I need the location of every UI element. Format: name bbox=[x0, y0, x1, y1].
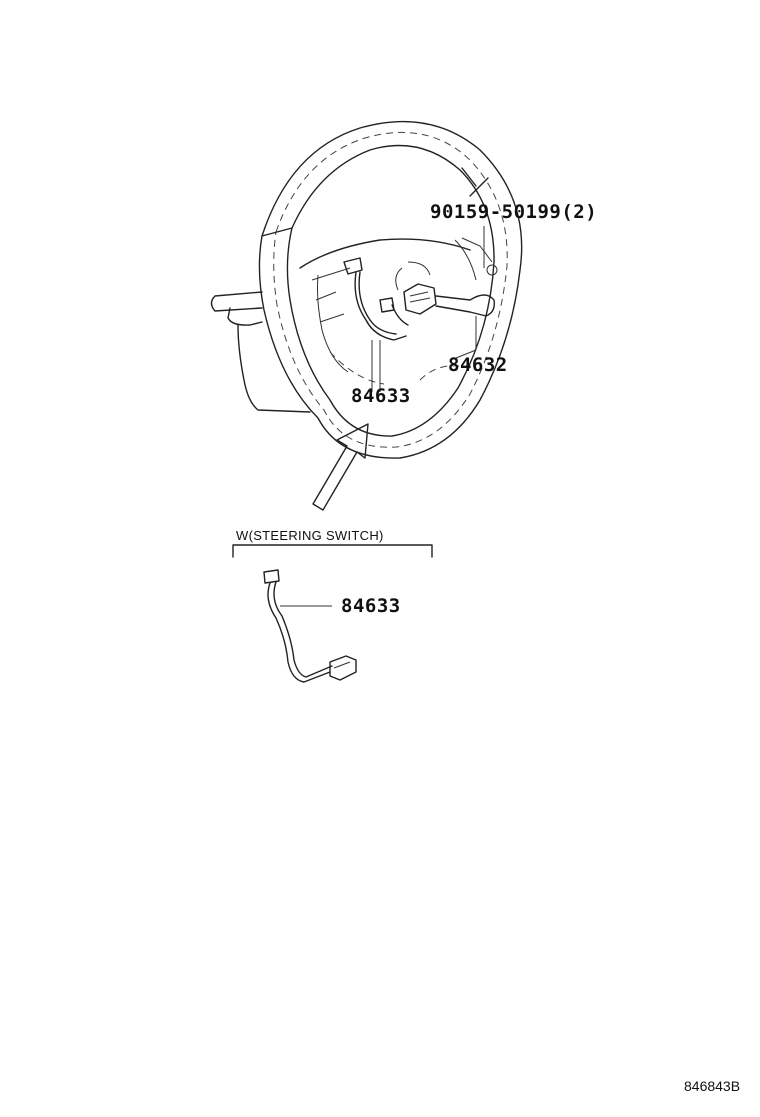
callout-bolt: 90159-50199(2) bbox=[430, 201, 598, 223]
column-stalk-icon bbox=[210, 291, 311, 413]
figure-code: 846843B bbox=[684, 1078, 741, 1094]
callout-84633-lower: 84633 bbox=[341, 595, 401, 617]
leader-line-84633-upper bbox=[371, 340, 381, 392]
callout-84632: 84632 bbox=[448, 354, 508, 376]
switch-wire-harness-detail-icon bbox=[263, 569, 357, 683]
leader-line-84632 bbox=[455, 316, 477, 359]
arrow-pointer-icon bbox=[312, 423, 369, 511]
section-bracket bbox=[232, 544, 433, 558]
section-label: W(STEERING SWITCH) bbox=[236, 528, 384, 543]
steering-wheel-icon bbox=[258, 120, 523, 459]
switch-wire-harness-icon bbox=[343, 257, 409, 341]
callout-84633-upper: 84633 bbox=[351, 385, 411, 407]
steering-switch-assembly-icon bbox=[403, 264, 498, 317]
